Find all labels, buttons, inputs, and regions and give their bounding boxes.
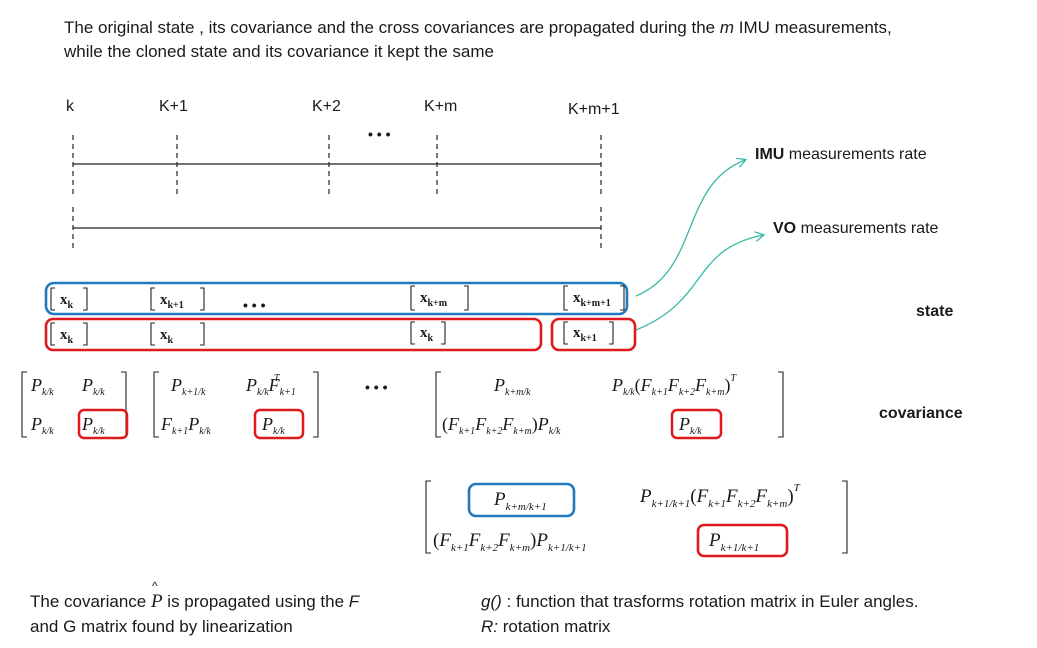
svg-text:Pk/k(Fk+1Fk+2Fk+m)T: Pk/k(Fk+1Fk+2Fk+m)T [611, 373, 737, 398]
original-state-box [44, 281, 629, 316]
svg-text:xk+1: xk+1 [160, 292, 184, 311]
svg-text:Pk+1/k+1: Pk+1/k+1 [708, 530, 759, 554]
svg-text:Pk/k: Pk/k [678, 414, 702, 437]
state-label: state [916, 303, 953, 320]
footer-hat-symbol: ^ [152, 579, 158, 593]
footer-left-line-1: The covariance P is propagated using the… [30, 591, 361, 612]
svg-text:Pk/kFk+1T: Pk/kFk+1T [245, 373, 296, 398]
timeline-label-k: k [66, 98, 75, 115]
vo-rate-label: VO measurements rate [773, 220, 939, 237]
state-ellipsis: • • • [243, 297, 266, 313]
cov1-cloned-box [77, 408, 129, 440]
svg-text:(Fk+1Fk+2Fk+m)Pk/k: (Fk+1Fk+2Fk+m)Pk/k [442, 414, 561, 437]
covariance-entries: Pk/k Pk/k Pk/k Pk/k Pk+1/k Pk/kFk+1T Fk+… [30, 373, 801, 554]
svg-text:Fk+1Pk/k: Fk+1Pk/k [160, 414, 211, 437]
header-line-2: while the cloned state and its covarianc… [63, 42, 494, 61]
header-line-1: The original state , its covariance and … [64, 18, 892, 37]
vo-rate-arrow [635, 235, 763, 331]
imu-rate-arrow [635, 160, 745, 297]
cloned-state-box-k1 [550, 317, 637, 352]
svg-text:Pk+1/k+1(Fk+1Fk+2Fk+m)T: Pk+1/k+1(Fk+1Fk+2Fk+m)T [639, 482, 801, 510]
svg-text:(Fk+1Fk+2Fk+m)Pk+1/k+1: (Fk+1Fk+2Fk+m)Pk+1/k+1 [433, 530, 587, 554]
svg-text:Pk/k: Pk/k [30, 375, 54, 398]
timeline-label-km1: K+m+1 [568, 101, 620, 118]
timeline-ellipsis: • • • [368, 126, 391, 142]
covariance-ellipsis: • • • [365, 379, 388, 395]
timeline-ticks [72, 135, 602, 251]
covariance-label: covariance [879, 405, 963, 422]
state-brackets [50, 285, 625, 346]
svg-text:Pk+1/k: Pk+1/k [170, 375, 206, 398]
timeline-label-km: K+m [424, 98, 457, 115]
cloned-state-box [44, 317, 543, 352]
footer-left-line-2: and G matrix found by linearization [30, 617, 293, 636]
svg-text:xk: xk [420, 325, 434, 344]
timeline-label-k1: K+1 [159, 98, 188, 115]
svg-text:Pk/k: Pk/k [30, 414, 54, 437]
footer-right-line-2: R: rotation matrix [481, 617, 611, 636]
cov4-cloned-box [696, 523, 789, 558]
svg-text:xk: xk [60, 327, 74, 346]
svg-text:xk+1: xk+1 [573, 325, 597, 344]
svg-text:xk+m+1: xk+m+1 [573, 290, 611, 309]
svg-text:Pk/k: Pk/k [81, 414, 105, 437]
svg-text:Pk+m/k: Pk+m/k [493, 375, 531, 398]
svg-text:Pk/k: Pk/k [261, 414, 285, 437]
svg-text:xk: xk [160, 327, 174, 346]
svg-text:Pk/k: Pk/k [81, 375, 105, 398]
timeline-label-k2: K+2 [312, 98, 341, 115]
svg-text:Pk+m/k+1: Pk+m/k+1 [493, 489, 547, 513]
svg-text:xk: xk [60, 292, 74, 311]
imu-rate-label: IMU measurements rate [755, 146, 927, 163]
cov2-cloned-box [253, 408, 305, 440]
cov3-cloned-box [670, 408, 723, 440]
svg-text:xk+m: xk+m [420, 290, 448, 309]
footer-right-line-1: g() : function that trasforms rotation m… [481, 592, 918, 611]
covariance-brackets [21, 371, 848, 554]
cov4-propagated-box [467, 482, 576, 518]
